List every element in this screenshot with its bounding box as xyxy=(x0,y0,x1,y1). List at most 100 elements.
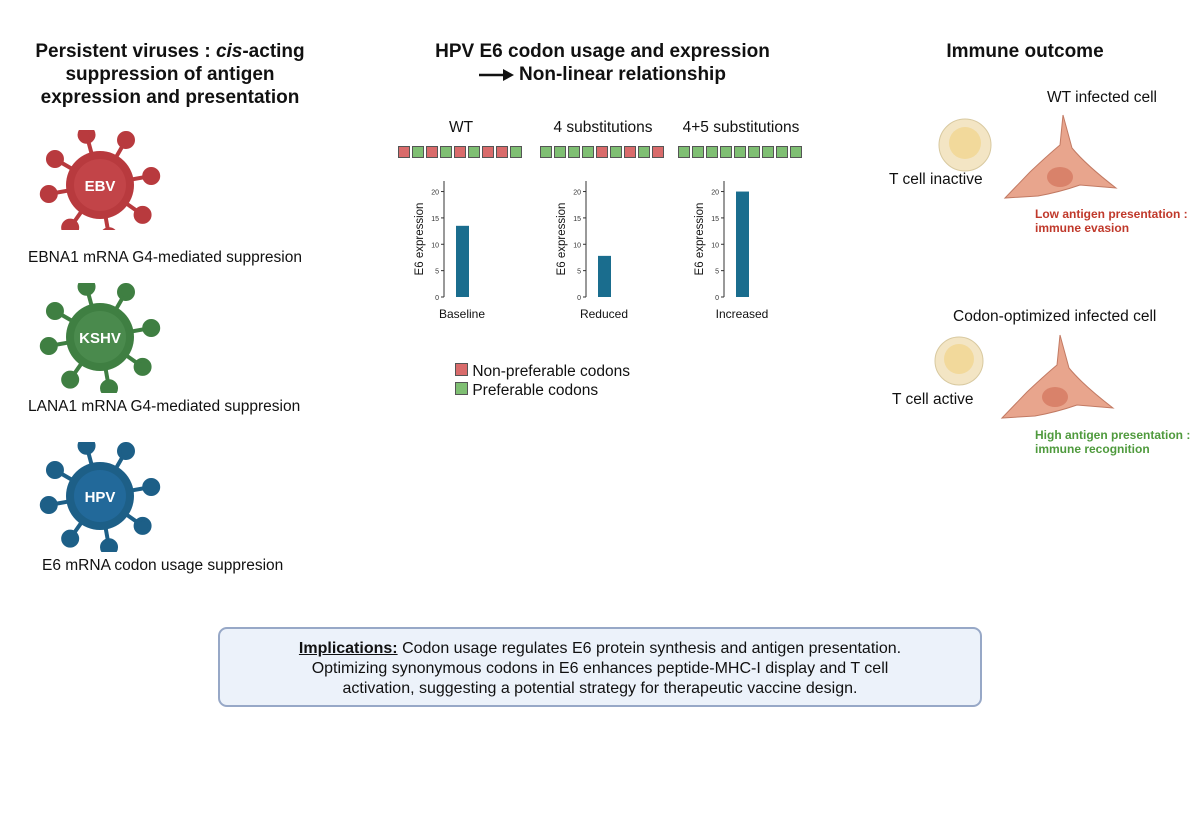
y-tick-label: 15 xyxy=(711,216,719,223)
t-cell-inactive-label: T cell inactive xyxy=(889,171,983,188)
kshv-label: KSHV xyxy=(79,330,121,347)
preferable-codon xyxy=(468,146,480,158)
y-tick-label: 0 xyxy=(715,295,719,302)
non-preferable-codon xyxy=(454,146,466,158)
virus-spike-tip xyxy=(133,357,152,376)
legend-non-preferable: Non-preferable codons xyxy=(455,363,630,381)
virus-spike-tip xyxy=(61,218,80,230)
title-line: expression and presentation xyxy=(40,87,300,108)
panel-title: WT xyxy=(448,119,474,136)
y-tick-label: 20 xyxy=(431,190,439,197)
virus-spike-tip xyxy=(117,283,135,301)
non-preferable-codon xyxy=(596,146,608,158)
high-antigen-note: High antigen presentation : immune recog… xyxy=(1035,428,1190,456)
non-preferable-codon xyxy=(496,146,508,158)
virus-spike-tip xyxy=(45,302,64,320)
virus-spike-tip xyxy=(117,442,135,460)
codon-strip xyxy=(678,146,802,158)
virus-spike-tip xyxy=(77,283,96,296)
non-preferable-codon xyxy=(652,146,664,158)
codon-strip xyxy=(540,146,664,158)
note-line: immune evasion xyxy=(1035,221,1130,235)
virus-spike-tip xyxy=(39,185,58,204)
virus-spike-tip xyxy=(45,150,64,168)
kshv-virus-icon: KSHV xyxy=(39,283,161,393)
codon-optimized-infected-cell-icon xyxy=(1000,334,1115,419)
y-tick-label: 20 xyxy=(711,190,719,197)
ebv-label: EBV xyxy=(85,178,116,195)
title-italic: cis xyxy=(215,41,243,62)
virus-spike-tip xyxy=(77,442,96,455)
bar xyxy=(736,191,749,297)
hpv-inner xyxy=(74,470,126,522)
y-tick-label: 5 xyxy=(577,269,581,276)
ebv-inner xyxy=(74,159,126,211)
left-panel-title: Persistent viruses : cis-acting suppress… xyxy=(20,40,320,109)
implications-line: activation, suggesting a potential strat… xyxy=(342,680,858,697)
virus-spike-tip xyxy=(39,337,58,356)
preferable-codon xyxy=(720,146,732,158)
implications-line: Optimizing synonymous codons in E6 enhan… xyxy=(311,660,889,677)
preferable-codon xyxy=(440,146,452,158)
preferable-codon xyxy=(568,146,580,158)
preferable-codon xyxy=(678,146,690,158)
preferable-codon xyxy=(776,146,788,158)
y-tick-label: 5 xyxy=(715,269,719,276)
y-tick-label: 20 xyxy=(573,190,581,197)
preferable-codon xyxy=(638,146,650,158)
ebv-virus-icon: EBV xyxy=(39,130,161,230)
y-tick-label: 10 xyxy=(573,242,581,249)
bar xyxy=(598,255,611,297)
non-preferable-codon xyxy=(426,146,438,158)
y-axis-label: E6 expression xyxy=(694,203,706,276)
preferable-codon xyxy=(762,146,774,158)
legend-label: Preferable codons xyxy=(472,382,599,399)
preferable-codon xyxy=(554,146,566,158)
hpv-description: E6 mRNA codon usage suppresion xyxy=(42,557,284,574)
preferable-codon xyxy=(610,146,622,158)
virus-spike-tip xyxy=(61,370,80,389)
y-tick-label: 0 xyxy=(577,295,581,302)
preferable-codon xyxy=(412,146,424,158)
note-line: immune recognition xyxy=(1035,442,1150,456)
non-preferable-swatch xyxy=(455,363,468,376)
low-antigen-note: Low antigen presentation : immune evasio… xyxy=(1035,207,1188,235)
virus-spike-tip xyxy=(102,227,116,230)
title-line: suppression of antigen xyxy=(65,64,275,85)
t-cell-inactive-icon xyxy=(938,118,992,172)
title-line: Non-linear relationship xyxy=(519,64,726,85)
hpv-virus-icon: HPV xyxy=(39,442,161,552)
middle-panel-title: HPV E6 codon usage and expression Non-li… xyxy=(420,40,785,86)
preferable-codon xyxy=(748,146,760,158)
codon-strip xyxy=(398,146,522,158)
preferable-codon xyxy=(540,146,552,158)
wt-infected-cell-icon xyxy=(1003,114,1118,199)
preferable-codon xyxy=(706,146,718,158)
virus-spike-tip xyxy=(117,130,135,149)
arrow-right-icon xyxy=(479,68,515,81)
virus-spike-tip xyxy=(133,205,152,224)
virus-spike-tip xyxy=(61,529,80,548)
category-label: Increased xyxy=(716,307,769,321)
codon-optimized-cell-label: Codon-optimized infected cell xyxy=(953,308,1157,325)
virus-spike-tip xyxy=(142,477,161,496)
non-preferable-codon xyxy=(398,146,410,158)
y-axis-label: E6 expression xyxy=(414,203,426,276)
kshv-description: LANA1 mRNA G4-mediated suppresion xyxy=(28,398,301,415)
preferable-codon xyxy=(692,146,704,158)
non-preferable-codon xyxy=(482,146,494,158)
t-cell-active-label: T cell active xyxy=(892,391,974,408)
y-tick-label: 15 xyxy=(431,216,439,223)
y-tick-label: 10 xyxy=(431,242,439,249)
panel-title: 4+5 substitutions xyxy=(682,119,800,136)
virus-spike-tip xyxy=(133,516,152,535)
bar xyxy=(456,225,469,297)
virus-spike-tip xyxy=(45,461,64,479)
note-line: Low antigen presentation : xyxy=(1035,207,1188,221)
y-tick-label: 15 xyxy=(573,216,581,223)
preferable-codon xyxy=(510,146,522,158)
y-tick-label: 5 xyxy=(435,269,439,276)
note-line: High antigen presentation : xyxy=(1035,428,1191,442)
